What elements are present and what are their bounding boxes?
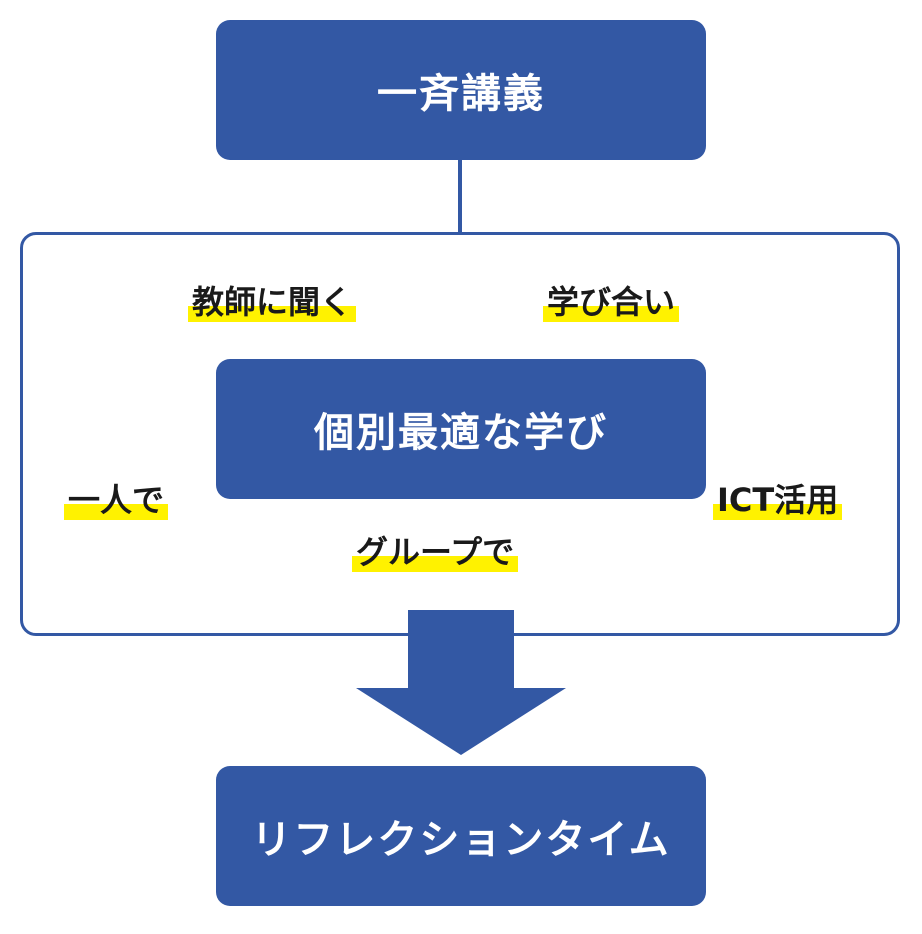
tag-ict: ICT活用 xyxy=(713,480,843,520)
center-box: 個別最適な学び xyxy=(216,359,706,499)
top-box: 一斉講義 xyxy=(216,20,706,160)
tag-alone: 一人で xyxy=(64,480,169,520)
bottom-box-label: リフレクションタイム xyxy=(251,817,671,863)
center-box-label: 個別最適な学び xyxy=(314,410,608,456)
tag-group: グループで xyxy=(352,532,519,572)
tag-ask-teacher: 教師に聞く xyxy=(188,282,357,322)
tag-learn-together: 学び合い xyxy=(543,282,680,322)
down-arrow-icon xyxy=(356,610,566,755)
top-box-label: 一斉講義 xyxy=(377,71,545,117)
connector-line xyxy=(458,160,462,234)
bottom-box: リフレクションタイム xyxy=(216,766,706,906)
